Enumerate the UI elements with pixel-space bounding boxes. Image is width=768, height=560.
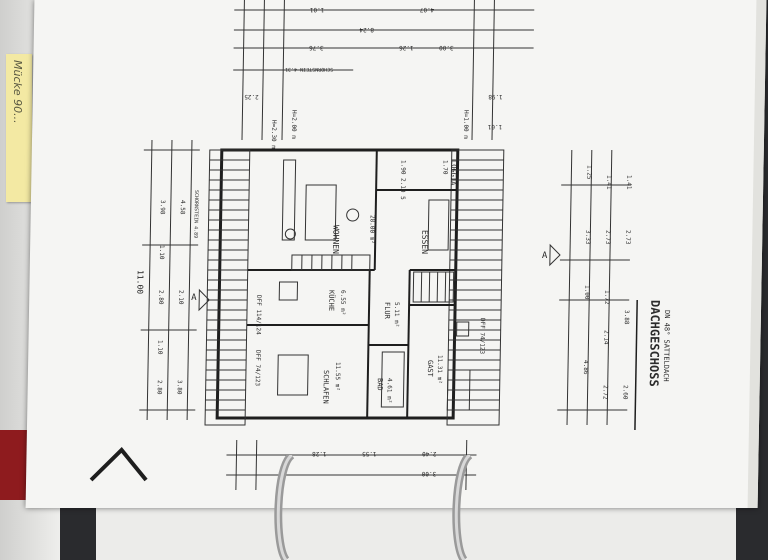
room-kueche-label: KÜCHE (327, 290, 336, 311)
dim-bottom-outer-3: 2.73 (624, 230, 631, 245)
binder-ring-left (274, 455, 295, 560)
dimension-chain-bottom: 4.86 1.00 3.33 1.25 2.72 2.14 1.72 2.73 … (542, 150, 632, 425)
dff-label-1: DFF 114/124 (255, 295, 263, 335)
dim-bottom-inner-2: 2.14 (602, 330, 609, 345)
sticky-note-text: Mücke 90... (11, 60, 24, 124)
schornstein-top-label: SCHORNSTEIN 4.31 (285, 66, 333, 72)
room-flur-area: 5.11 m² (393, 302, 400, 327)
dimension-chain-lower: 1.55 2.40 1.28 3.00 (89, 440, 477, 490)
plan-subtitle: DN 48° SATTELDACH (662, 310, 671, 382)
room-essen-label: ESSEN (420, 230, 429, 254)
dim-top3-4: 3.00 (439, 44, 454, 51)
outer-wall (215, 148, 460, 420)
floor-plan-page: WOHNEN 28.00 m² ESSEN LOGGIA 1.70 KÜCHE … (25, 0, 767, 508)
room-bad-label: BAD (376, 378, 384, 391)
dimension-chain-top: 1.01 4.07 8.24 3.76 1.26 3.00 SCHORNSTEI… (233, 0, 535, 149)
room-schlafen-area: 11.55 m² (334, 362, 342, 391)
dimension-chain-left: 11.00 2.80 1.10 2.80 1.10 3.98 3.80 2.10… (135, 140, 210, 420)
dim-bottom-inner-3: 1.72 (603, 290, 610, 305)
binder-ring-right (452, 455, 473, 560)
dim-top2-1: 8.24 (359, 26, 374, 33)
room-gast-area: 11.31 m² (436, 355, 444, 384)
dim-left-4: 1.10 (158, 245, 165, 260)
dim-top-1: 1.01 (309, 6, 324, 13)
room-wohnen-label: WOHNEN (331, 225, 341, 254)
room-gast-label: GAST (426, 360, 434, 378)
dim-bottom-3: 3.33 (584, 230, 591, 245)
section-arrow-left-icon (198, 288, 210, 312)
dim-left-5: 3.98 (159, 200, 166, 215)
dim-left-1: 2.80 (156, 380, 163, 395)
dim-bottom-4: 1.25 (585, 165, 592, 180)
dim-bottom-inner-5: 1.41 (605, 175, 612, 190)
schornstein-left-label: SCHORNSTEIN 4.89 (192, 190, 199, 238)
dim-left-inner-4: 4.58 (179, 200, 186, 215)
dim-bottom-1: 4.86 (582, 360, 589, 375)
section-a-right: A (542, 251, 548, 261)
interior-walls (246, 150, 458, 418)
loggia-dim-label: 1.90 2.10 5 (399, 160, 407, 200)
room-loggia-label: LOGGIA (449, 160, 457, 186)
roof-hatch-right (446, 149, 505, 426)
dim-top-2: 4.07 (419, 6, 434, 13)
section-arrow-right-icon (549, 243, 561, 267)
plan-title-block: DACHGESCHOSS DN 48° SATTELDACH (634, 300, 671, 430)
dim-lower-1: 1.55 (362, 450, 377, 457)
dim-top3-3: 1.26 (399, 44, 414, 51)
dim-left-2: 1.10 (156, 340, 163, 355)
roof-hatch-left (204, 149, 251, 426)
height-label-1: H=2.30 m (270, 120, 278, 149)
dim-lower2-1: 3.00 (421, 470, 436, 477)
dim-top4-1: 2.25 (244, 93, 259, 100)
north-arrow-icon (89, 447, 148, 482)
height-label-3: H=1.00 m (462, 110, 470, 139)
room-bad-area: 4.61 m² (385, 378, 392, 403)
staircase (291, 254, 455, 303)
room-kueche-area: 6.55 m² (339, 290, 346, 315)
dim-left-inner-3: 2.10 (177, 290, 184, 305)
dim-bottom-inner-1: 2.72 (601, 385, 608, 400)
room-flur-label: FLUR (383, 302, 391, 320)
dff-label-2: DFF 74/123 (254, 350, 262, 387)
room-wohnen-area: 28.00 m² (368, 215, 376, 244)
dim-bottom-inner-4: 2.73 (604, 230, 611, 245)
furniture (277, 159, 471, 411)
plan-title: DACHGESCHOSS (647, 300, 663, 387)
dff-label-3: DFF 74/123 (478, 318, 486, 355)
dim-bottom-2: 1.00 (583, 285, 590, 300)
dim-bottom-outer-1: 2.60 (621, 385, 628, 400)
room-loggia-dim: 1.70 (441, 160, 448, 175)
section-a-left: A (191, 293, 197, 303)
room-schlafen-label: SCHLAFEN (321, 370, 330, 404)
dim-left-3: 2.80 (157, 290, 164, 305)
dim-lower-2: 2.40 (422, 450, 437, 457)
dim-overall: 11.00 (135, 270, 144, 294)
room-labels: WOHNEN 28.00 m² ESSEN LOGGIA 1.70 KÜCHE … (254, 160, 486, 404)
dim-top4-2: 1.98 (488, 93, 503, 100)
dim-top3-1: 3.76 (309, 44, 324, 51)
dim-lower-3: 1.28 (312, 450, 327, 457)
dim-left-inner-1: 3.80 (176, 380, 183, 395)
height-label-2: H=2.00 m (290, 110, 298, 139)
dim-bottom-outer-4: 1.41 (625, 175, 632, 190)
sticky-note: Mücke 90... (6, 54, 32, 202)
floor-plan-drawing: WOHNEN 28.00 m² ESSEN LOGGIA 1.70 KÜCHE … (89, 0, 671, 490)
dim-bottom-outer-2: 3.88 (623, 310, 630, 325)
dim-top4-3: 1.01 (487, 123, 502, 130)
